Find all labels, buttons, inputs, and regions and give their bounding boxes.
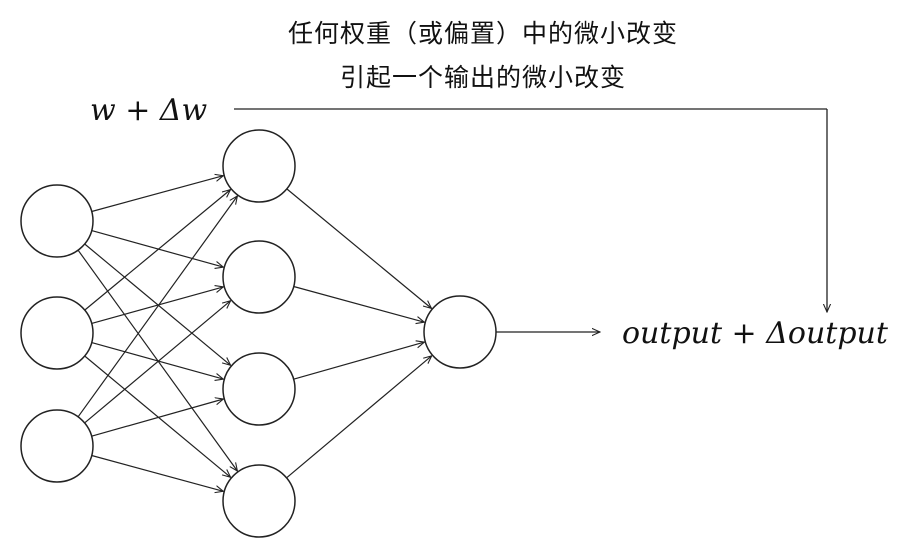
edge-l1-3-to-4 — [91, 454, 224, 492]
edge-l1-2-to-2 — [91, 287, 224, 324]
connections — [77, 176, 432, 492]
caption-line-2: 引起一个输出的微小改变 — [339, 63, 626, 92]
edge-l1-1-to-2 — [91, 230, 224, 268]
edge-l1-3-to-1 — [77, 196, 237, 418]
hidden-neuron-3 — [222, 352, 296, 426]
edge-l1-2-to-4 — [84, 355, 231, 477]
edge-l1-3-to-2 — [84, 301, 231, 424]
output-change-label: output + Δoutput — [622, 316, 889, 351]
edge-l2-1-to-1 — [286, 188, 432, 309]
input-neuron-3 — [20, 409, 94, 483]
edge-l1-2-to-3 — [91, 342, 224, 380]
hidden-neuron-2 — [222, 240, 296, 314]
input-neuron-1 — [20, 184, 94, 258]
edge-l1-2-to-1 — [84, 190, 231, 311]
edge-l1-1-to-1 — [91, 176, 224, 213]
caption-line-1: 任何权重（或偏置）中的微小改变 — [287, 19, 678, 48]
input-neuron-2 — [20, 296, 94, 370]
edge-l2-3-to-1 — [293, 342, 425, 380]
edge-l1-3-to-3 — [91, 399, 224, 437]
output-neuron-1 — [423, 295, 497, 369]
edge-l2-2-to-1 — [293, 285, 425, 323]
edge-l2-4-to-1 — [286, 356, 432, 479]
weight-change-label: w + Δw — [90, 93, 208, 128]
neurons — [20, 129, 497, 538]
hidden-neuron-1 — [222, 129, 296, 203]
hidden-neuron-4 — [222, 464, 296, 538]
